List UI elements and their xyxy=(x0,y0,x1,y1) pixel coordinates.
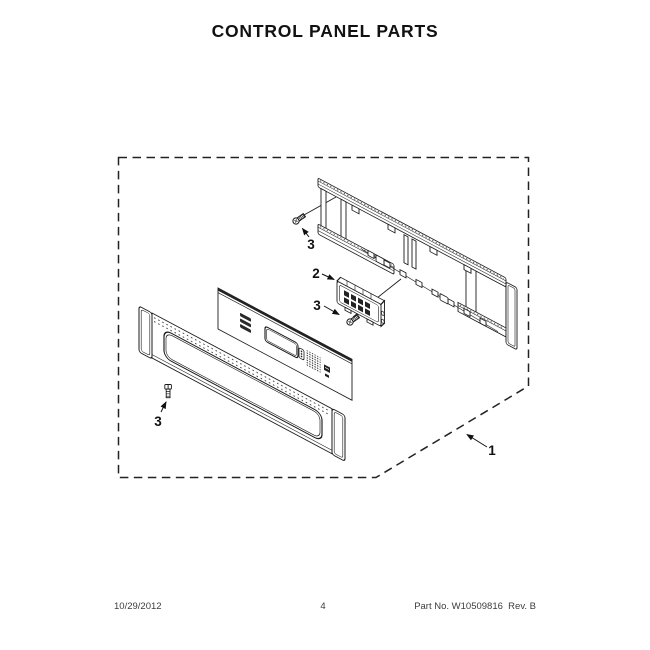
callout-3-top: 3 xyxy=(307,237,315,252)
screw-top xyxy=(291,212,307,226)
control-board xyxy=(336,276,386,328)
outer-panel-front xyxy=(151,312,333,455)
callout-2: 2 xyxy=(312,266,320,281)
outer-panel-left-endcap xyxy=(138,306,153,359)
callout-3-mid: 3 xyxy=(313,298,321,313)
keypad-dot-grid xyxy=(306,349,321,374)
support-bracket-rail xyxy=(317,178,518,350)
callout-1: 1 xyxy=(488,443,496,458)
membrane-faceplate xyxy=(217,287,353,401)
footer-page-number: 4 xyxy=(320,601,326,612)
outer-panel-right-endcap xyxy=(331,408,346,461)
page-title: CONTROL PANEL PARTS xyxy=(211,21,439,41)
callout-arrows xyxy=(160,227,488,448)
screw-mid xyxy=(345,313,361,327)
assembly-boundary-dashed xyxy=(117,156,530,479)
faceplate-label-text-blocks xyxy=(240,313,251,333)
footer-date: 10/29/2012 xyxy=(114,601,162,612)
callout-3-bottom: 3 xyxy=(154,414,162,429)
footer-part-number: Part No. W10509816 Rev. B xyxy=(414,601,536,612)
page-footer: 10/29/2012 4 Part No. W10509816 Rev. B xyxy=(0,601,650,617)
screw-bottom xyxy=(164,384,172,399)
